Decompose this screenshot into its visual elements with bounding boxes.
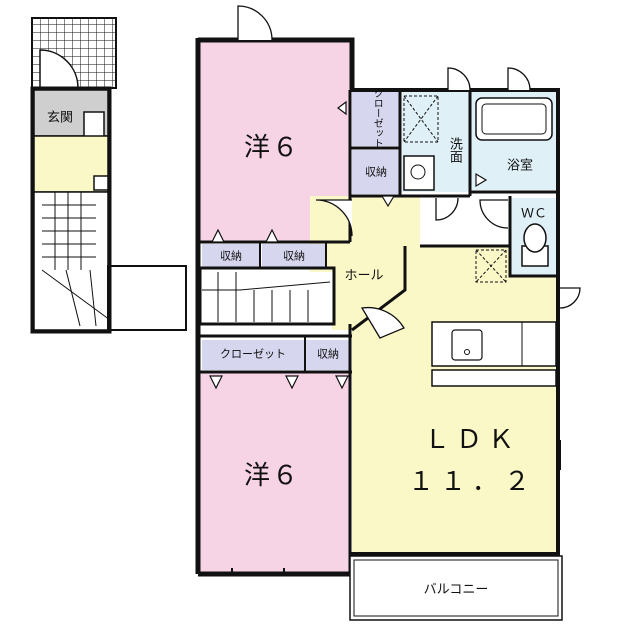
label-storage-mid: 収納 [365,165,387,179]
storage-mid-fill [352,150,400,194]
closet-lower-fill [202,340,304,370]
washing-machine-cross [403,95,439,143]
entrance-stair-unit [30,17,187,334]
entry-door-icon [39,49,79,89]
label-hall: ホール [344,268,384,284]
label-western-upper: 洋６ [243,133,301,163]
wash-basin-drain [410,164,426,180]
label-western-lower: 洋６ [243,461,301,491]
kitchen-backsplash [431,369,557,387]
door-hall-left [315,199,353,237]
wall-stair-block [198,266,336,326]
closet-markers [209,100,488,390]
fixtures [403,95,557,387]
walls [195,37,560,577]
label-balcony: バルコニー [423,582,489,598]
bathtub-inner [481,103,547,135]
stair-main-fill [202,272,334,324]
kitchen-sink-drain [464,349,470,355]
label-closet-horizontal: クローゼット [220,347,286,361]
fridge-space [475,249,507,283]
balcony-inner [353,559,559,617]
stair-area [33,191,109,331]
label-storage-right: 収納 [283,249,305,263]
main-stair-treads [202,272,331,322]
doors [237,5,581,339]
label-washroom: 洗面 [446,137,462,163]
kitchen-sink [451,329,483,361]
washing-machine [403,95,439,143]
label-ldk: ＬＤＫ [423,425,521,455]
door-ldk-right [559,287,581,309]
genkan-step-box [93,175,109,191]
stair-unit-outline [30,86,112,334]
label-wc: ＷＣ [520,206,548,222]
balcony-outline [349,555,563,621]
door-ldk [360,306,405,339]
door-wash-top [447,67,471,91]
balcony [349,555,563,621]
toilet-bowl [523,223,547,253]
door-upper-room-top [237,5,273,41]
label-closet-vertical: クローゼット [371,88,383,148]
label-genkan: 玄関 [46,110,74,126]
label-bathroom: 浴室 [506,158,534,174]
western-room-lower [200,372,350,572]
storage-lower-fill [306,340,350,370]
fridge-cross [475,249,507,283]
storage-left-fill [202,244,260,268]
label-storage-lower: 収納 [317,347,339,361]
door-wash-bottom [435,197,459,221]
door-bath-top [507,67,531,91]
storage-right-fill [262,244,326,268]
door-wc [479,199,509,229]
label-storage-left: 収納 [220,249,242,263]
stair-lower-extension [107,265,187,331]
wall-wc [508,196,558,278]
window-marks [231,410,561,574]
label-ldk-size: １１．２ [407,467,537,497]
closet-vertical-fill [352,90,400,146]
kitchen-counter [431,321,557,367]
